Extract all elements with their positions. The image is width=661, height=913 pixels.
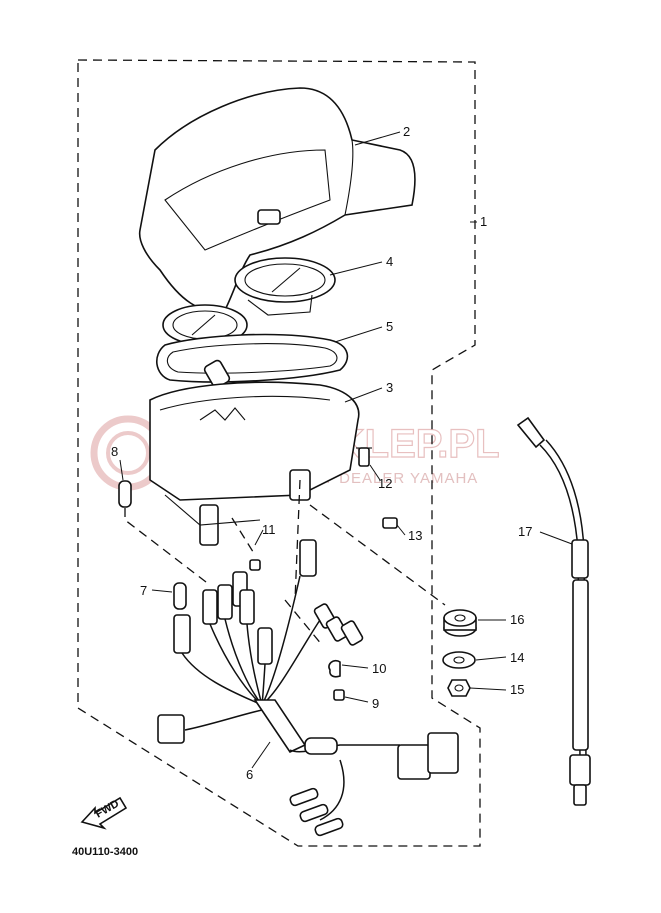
callout-1: 1 xyxy=(480,214,487,229)
wire-harness xyxy=(157,575,459,837)
callout-9: 9 xyxy=(372,696,379,711)
callout-7: 7 xyxy=(140,583,147,598)
callout-11: 11 xyxy=(262,522,276,537)
callout-8: 8 xyxy=(111,444,118,459)
callout-13: 13 xyxy=(408,528,422,543)
meter-cover xyxy=(138,87,416,312)
callout-14: 14 xyxy=(510,650,524,665)
assembly-boundary xyxy=(77,59,481,847)
callout-2: 2 xyxy=(403,124,410,139)
callout-10: 10 xyxy=(372,661,386,676)
meter-case xyxy=(149,381,360,546)
callout-3: 3 xyxy=(386,380,393,395)
leader-lines xyxy=(119,131,573,769)
screw-11 xyxy=(249,559,261,571)
clamp-10 xyxy=(328,659,341,678)
callout-6: 6 xyxy=(246,767,253,782)
callout-17: 17 xyxy=(518,524,532,539)
callout-5: 5 xyxy=(386,319,393,334)
assembly-paths xyxy=(124,479,446,646)
meter-face-assembly xyxy=(162,257,336,346)
callout-4: 4 xyxy=(386,254,393,269)
nut-15 xyxy=(447,679,471,697)
callouts: 1 2 3 4 5 6 7 8 9 10 11 12 13 14 15 16 1… xyxy=(111,124,532,782)
callout-15: 15 xyxy=(510,682,524,697)
bulb-sockets xyxy=(173,539,364,665)
gasket xyxy=(156,333,349,383)
figure-code: 40U110-3400 xyxy=(72,846,138,858)
callout-12: 12 xyxy=(378,476,392,491)
grommet-16 xyxy=(443,609,477,637)
screw-9 xyxy=(333,689,345,701)
bulb-7 xyxy=(173,582,187,610)
washer-14 xyxy=(442,651,476,669)
bulb-8 xyxy=(118,480,132,508)
speedometer-cable xyxy=(516,416,591,806)
screw-13 xyxy=(382,517,398,529)
fwd-arrow-icon: FWD xyxy=(80,796,128,830)
screw-12 xyxy=(356,447,372,467)
callout-16: 16 xyxy=(510,612,524,627)
